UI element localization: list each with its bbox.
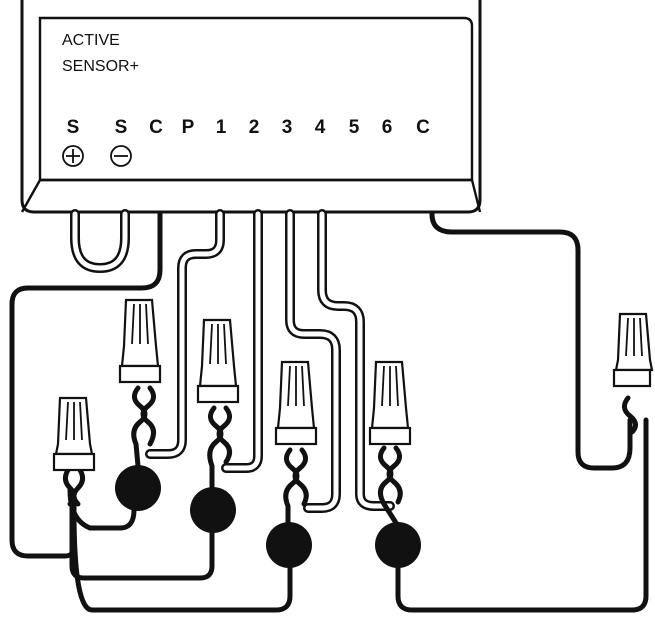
wires [9,209,649,613]
valve-solenoid-1 [115,465,161,511]
wire-nut-1 [118,298,162,384]
twist-5 [622,395,638,435]
wire-black-bottom-3 [71,507,293,613]
twist-1 [131,385,148,469]
wire-nut-3 [274,360,318,446]
valve-solenoid-2 [190,487,236,533]
controller-brand-line1: ACTIVE [62,32,120,49]
wire-nut-4 [368,360,412,446]
twist-3 [283,447,300,527]
wire-nut-2 [196,318,240,404]
terminal-label-zone-4: 4 [315,117,326,138]
twist-4 [378,445,401,529]
controller-brand-line2: SENSOR+ [62,58,139,75]
terminal-label-zone-3: 3 [282,117,293,138]
wire-black-bottom-2 [69,497,215,581]
wire-black-common-right [429,211,633,471]
terminal-label-zone-5: 5 [349,117,360,138]
terminal-label-sensor-minus: S [115,117,128,138]
terminal-label-sensor-plus: S [67,117,80,138]
wire-nut-5 [52,396,96,472]
terminal-label-common: C [149,117,163,138]
valve-solenoid-4 [375,522,421,568]
twist-2 [207,405,224,493]
wire-nut-6 [612,312,654,388]
wire-black-bottom-4 [395,417,649,613]
terminal-label-zone-2: 2 [249,117,260,138]
terminal-label-common-2: C [416,117,430,138]
terminal-label-zone-1: 1 [216,117,227,138]
controller-box [20,0,482,214]
plus-circle-icon [62,145,84,167]
terminal-label-zone-6: 6 [382,117,393,138]
valve-solenoid-3 [266,522,312,568]
minus-circle-icon [110,145,132,167]
terminal-label-pump: P [182,117,195,138]
